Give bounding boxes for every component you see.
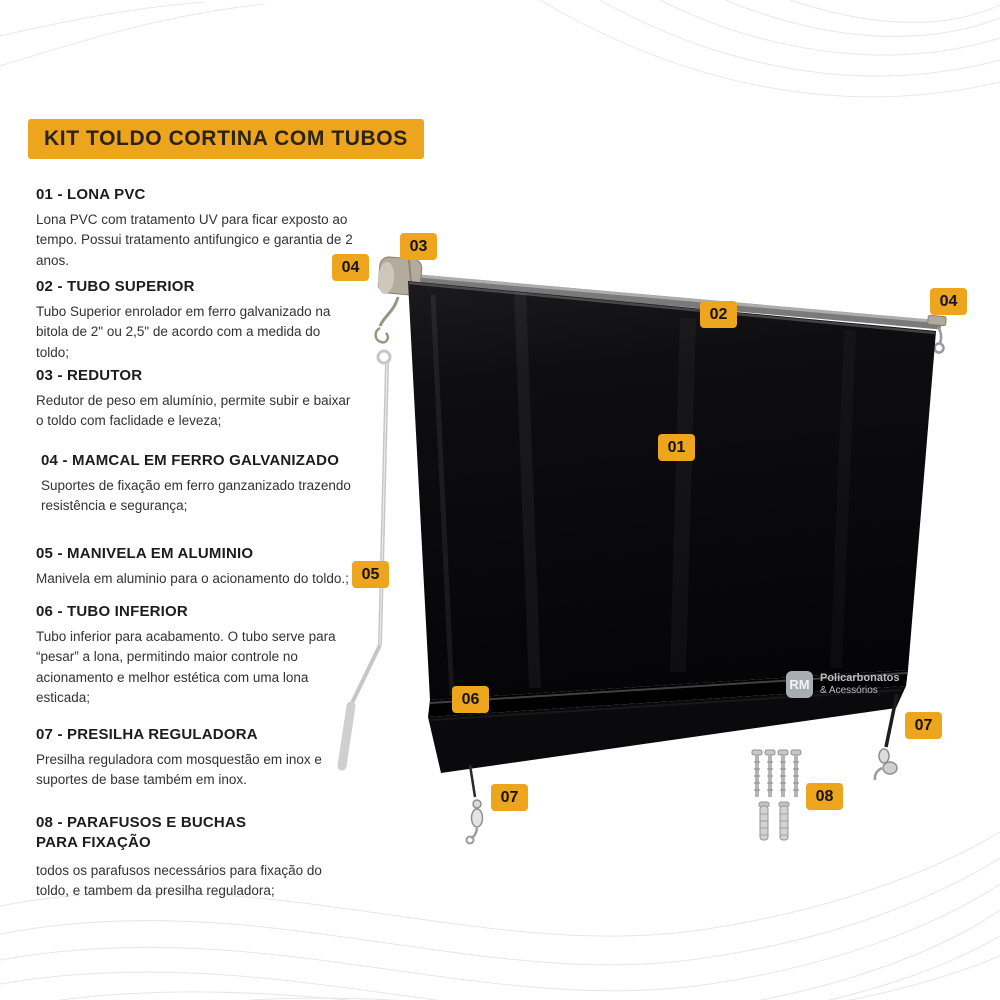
part-section-02: 02 - TUBO SUPERIOR Tubo Superior enrolad… bbox=[36, 278, 354, 363]
part-body-05: Manivela em aluminio para o acionamento … bbox=[36, 571, 349, 586]
brand-name-line1: Policarbonatos bbox=[820, 671, 900, 684]
part-section-07: 07 - PRESILHA REGULADORA Presilha regula… bbox=[36, 726, 354, 791]
callout-badge-02: 02 bbox=[700, 301, 737, 328]
part-body-01: Lona PVC com tratamento UV para ficar ex… bbox=[36, 212, 353, 268]
part-heading-02: 02 - TUBO SUPERIOR bbox=[36, 278, 195, 295]
callout-badge-06: 06 bbox=[452, 686, 489, 713]
brand-watermark: RM Policarbonatos & Acessórios bbox=[786, 671, 899, 698]
top-tube bbox=[395, 272, 942, 330]
part-heading-06: 06 - TUBO INFERIOR bbox=[36, 603, 188, 620]
callout-badge-08: 08 bbox=[806, 783, 843, 810]
callout-badge-07-right: 07 bbox=[905, 712, 942, 739]
part-body-06: Tubo inferior para acabamento. O tubo se… bbox=[36, 629, 336, 705]
right-clip-hardware bbox=[873, 693, 899, 781]
background-curves-top-right bbox=[0, 0, 1000, 98]
screws-icon bbox=[751, 749, 802, 797]
part-section-01: 01 - LONA PVC Lona PVC com tratamento UV… bbox=[36, 186, 354, 271]
part-body-04: Suportes de fixação em ferro ganzanizado… bbox=[41, 478, 351, 514]
part-body-03: Redutor de peso em alumínio, permite sub… bbox=[36, 393, 351, 429]
callout-badge-04-left: 04 bbox=[332, 254, 369, 281]
callout-badge-04-right: 04 bbox=[930, 288, 967, 315]
callout-badge-01: 01 bbox=[658, 434, 695, 461]
part-section-05: 05 - MANIVELA EM ALUMINIO Manivela em al… bbox=[36, 545, 354, 589]
part-body-07: Presilha reguladora com mosquestão em in… bbox=[36, 752, 322, 788]
part-body-08: todos os parafusos necessários para fixa… bbox=[36, 862, 322, 898]
brand-name-line2: & Acessórios bbox=[820, 685, 878, 697]
callout-badge-07-left: 07 bbox=[491, 784, 528, 811]
part-heading-08: 08 - PARAFUSOS E BUCHAS PARA FIXAÇÃO bbox=[36, 814, 247, 852]
part-heading-07: 07 - PRESILHA REGULADORA bbox=[36, 726, 258, 743]
background-curves-bottom bbox=[0, 831, 1000, 1000]
part-heading-01: 01 - LONA PVC bbox=[36, 186, 146, 203]
brand-logo: RM bbox=[786, 671, 813, 698]
part-section-08: 08 - PARAFUSOS E BUCHAS PARA FIXAÇÃO tod… bbox=[36, 813, 354, 901]
callout-badge-05: 05 bbox=[352, 561, 389, 588]
wall-anchors-icon bbox=[758, 801, 790, 841]
part-heading-04: 04 - MAMCAL EM FERRO GALVANIZADO bbox=[41, 452, 340, 469]
part-heading-03: 03 - REDUTOR bbox=[36, 367, 143, 384]
left-clip-hardware bbox=[465, 764, 484, 845]
tarp-shape bbox=[408, 281, 936, 700]
part-body-02: Tubo Superior enrolador em ferro galvani… bbox=[36, 304, 331, 360]
part-section-03: 03 - REDUTOR Redutor de peso em alumínio… bbox=[36, 367, 354, 432]
part-section-04: 04 - MAMCAL EM FERRO GALVANIZADO Suporte… bbox=[41, 452, 359, 517]
part-section-06: 06 - TUBO INFERIOR Tubo inferior para ac… bbox=[36, 603, 354, 708]
page-title: KIT TOLDO CORTINA COM TUBOS bbox=[28, 119, 424, 159]
tarp-bottom-flap bbox=[428, 686, 906, 773]
crank-handle bbox=[337, 349, 392, 771]
part-heading-05: 05 - MANIVELA EM ALUMINIO bbox=[36, 545, 254, 562]
callout-badge-03: 03 bbox=[400, 233, 437, 260]
